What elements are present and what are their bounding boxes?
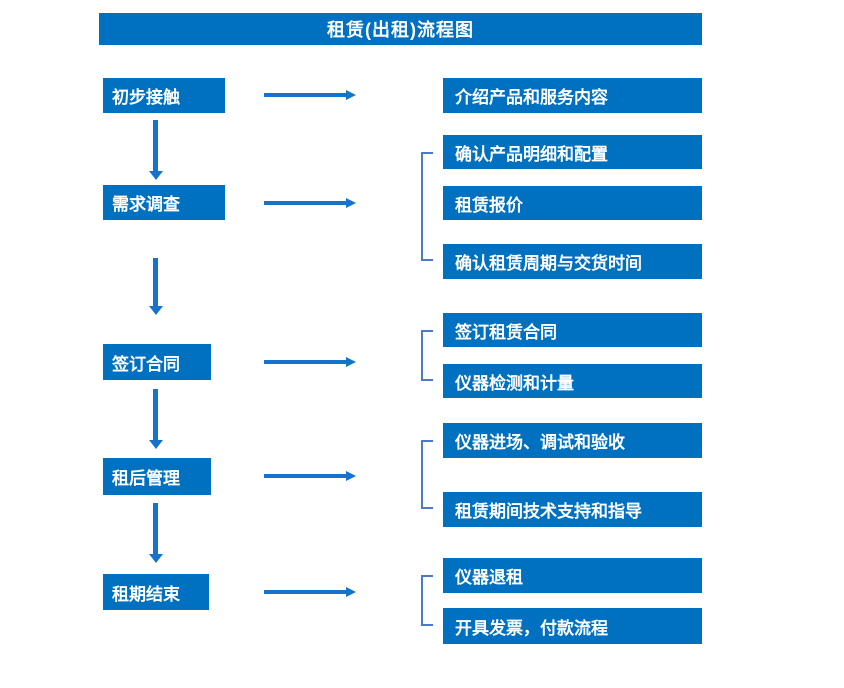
detail-box-instrument-return: 仪器退租 bbox=[443, 558, 702, 593]
detail-box-rental-quotation: 租赁报价 bbox=[443, 186, 702, 220]
detail-box-confirm-rental-period-delivery: 确认租赁周期与交货时间 bbox=[443, 244, 702, 279]
detail-box-confirm-product-details-config: 确认产品明细和配置 bbox=[443, 135, 702, 169]
arrow-down-2-head bbox=[149, 306, 163, 315]
arrow-right-5-head bbox=[346, 587, 356, 597]
arrow-down-2-shaft bbox=[153, 258, 158, 307]
detail-box-introduce-products-services: 介绍产品和服务内容 bbox=[443, 78, 702, 113]
arrow-right-1-shaft bbox=[264, 93, 347, 97]
arrow-right-2-head bbox=[346, 198, 356, 208]
detail-box-invoice-payment-process: 开具发票，付款流程 bbox=[443, 608, 702, 644]
bracket-group-3 bbox=[421, 330, 433, 381]
arrow-right-4-shaft bbox=[264, 474, 347, 478]
arrow-right-5-shaft bbox=[264, 590, 347, 594]
arrow-down-4-head bbox=[149, 554, 163, 563]
step-box-post-rental-management: 租后管理 bbox=[103, 458, 211, 495]
step-box-initial-contact: 初步接触 bbox=[103, 78, 225, 113]
arrow-down-1-shaft bbox=[153, 120, 158, 172]
arrow-down-1 bbox=[149, 120, 163, 180]
step-box-rental-end: 租期结束 bbox=[103, 574, 209, 610]
detail-box-instrument-inspection-calibration: 仪器检测和计量 bbox=[443, 364, 702, 398]
arrow-right-3 bbox=[264, 356, 356, 368]
arrow-right-5 bbox=[264, 586, 356, 598]
detail-box-rental-tech-support-guidance: 租赁期间技术支持和指导 bbox=[443, 492, 702, 527]
bracket-group-4 bbox=[421, 440, 433, 509]
detail-box-sign-rental-contract: 签订租赁合同 bbox=[443, 313, 702, 347]
arrow-right-4-head bbox=[346, 471, 356, 481]
bracket-group-5 bbox=[421, 575, 433, 626]
arrow-down-2 bbox=[149, 258, 163, 315]
arrow-down-4-shaft bbox=[153, 503, 158, 555]
arrow-down-3-head bbox=[149, 440, 163, 449]
arrow-right-1 bbox=[264, 89, 356, 101]
arrow-right-2-shaft bbox=[264, 201, 347, 205]
arrow-right-3-shaft bbox=[264, 360, 347, 364]
step-box-needs-survey: 需求调查 bbox=[103, 185, 225, 220]
arrow-right-2 bbox=[264, 197, 356, 209]
bracket-group-2 bbox=[421, 152, 433, 261]
arrow-down-1-head bbox=[149, 171, 163, 180]
arrow-right-1-head bbox=[346, 90, 356, 100]
arrow-right-3-head bbox=[346, 357, 356, 367]
arrow-right-4 bbox=[264, 470, 356, 482]
arrow-down-3-shaft bbox=[153, 389, 158, 441]
detail-box-instrument-arrival-debug-acceptance: 仪器进场、调试和验收 bbox=[443, 423, 702, 458]
step-box-sign-contract: 签订合同 bbox=[103, 344, 211, 380]
arrow-down-4 bbox=[149, 503, 163, 563]
flowchart-title: 租赁(出租)流程图 bbox=[99, 13, 702, 45]
arrow-down-3 bbox=[149, 389, 163, 449]
